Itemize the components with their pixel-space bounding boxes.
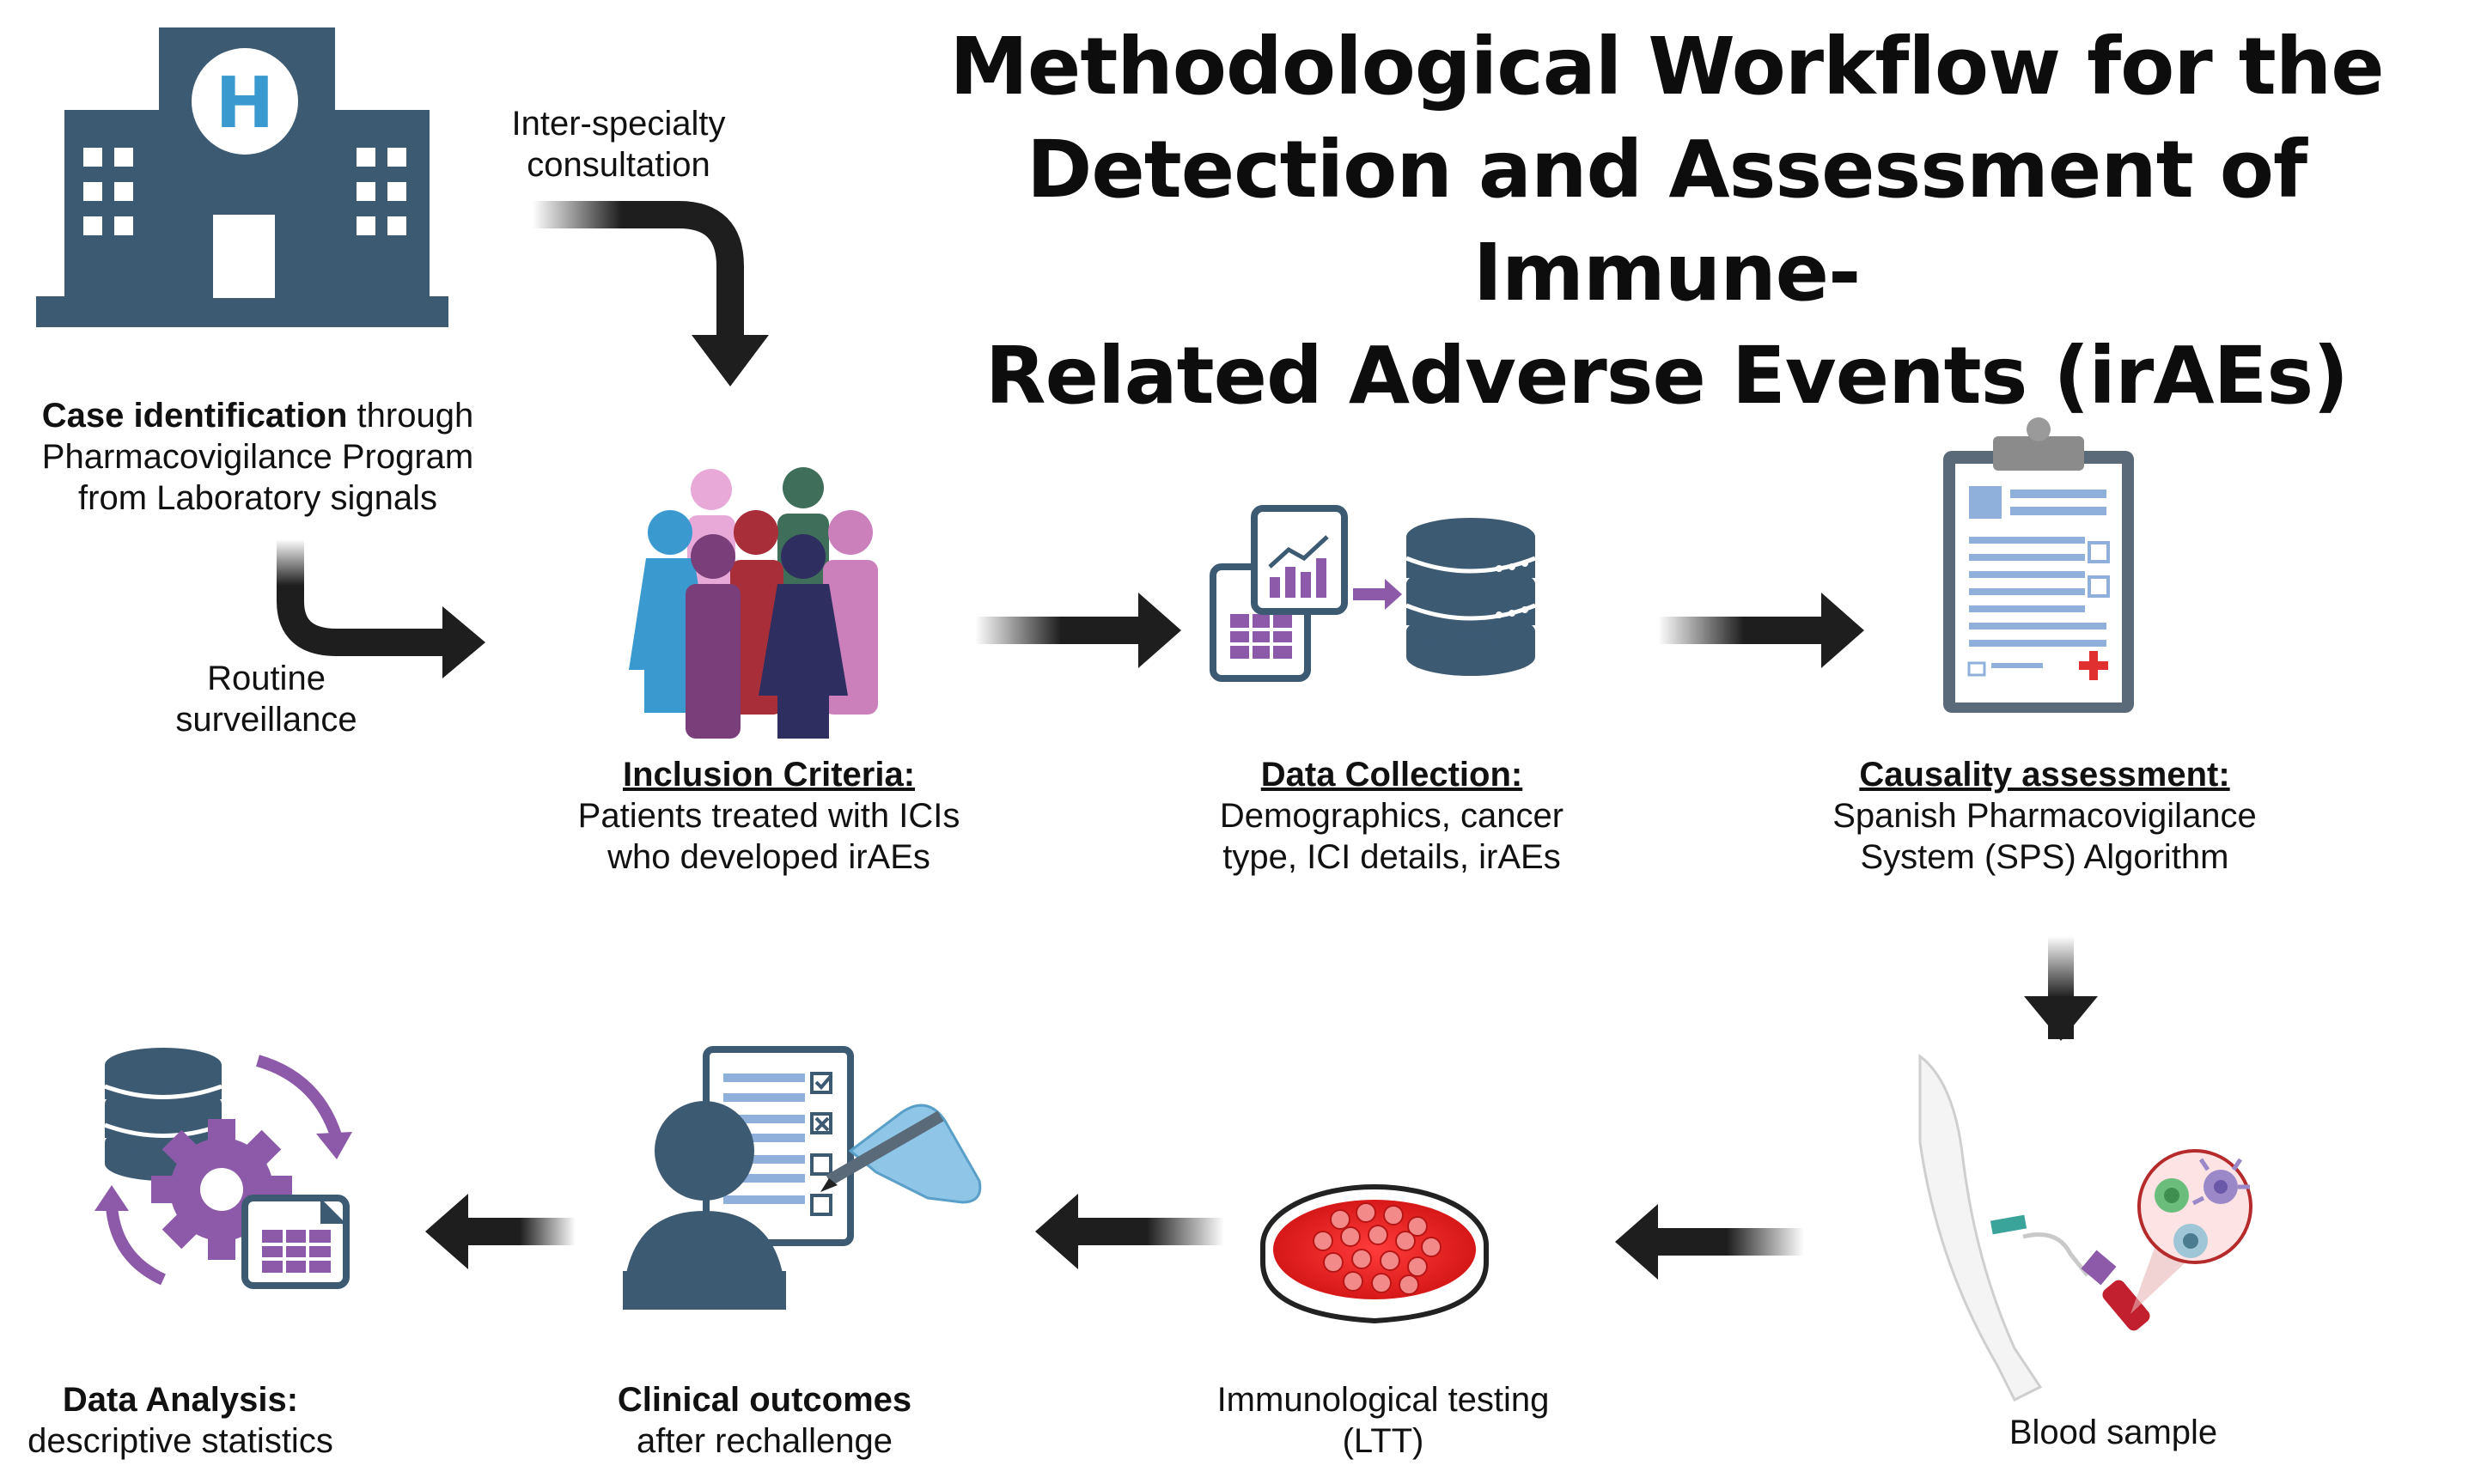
causality-label: Causality assessment: Spanish Pharmacovi… — [1832, 756, 2257, 876]
title-line-2: Detection and Assessment of Immune- — [1026, 124, 2307, 319]
inter-specialty-label: Inter-specialty consultation — [511, 105, 726, 184]
arrow-to-analysis — [425, 1194, 576, 1269]
inclusion-criteria-label: Inclusion Criteria: Patients treated wit… — [577, 756, 960, 876]
data-analysis-icon — [94, 1048, 352, 1289]
arrow-to-data-collection — [975, 593, 1181, 668]
page-title: Methodological Workflow for the Detectio… — [859, 15, 2474, 428]
data-analysis-label: Data Analysis: descriptive statistics — [27, 1381, 333, 1460]
arrow-to-blood-sample — [2024, 936, 2098, 1041]
clinical-outcomes-label: Clinical outcomes after rechallenge — [617, 1381, 912, 1460]
immunological-testing-label: Immunological testing (LTT) — [1216, 1381, 1550, 1460]
title-line-3: Related Adverse Events (irAEs) — [984, 330, 2349, 422]
hospital-icon — [36, 27, 448, 327]
title-line-1: Methodological Workflow for the — [949, 21, 2384, 113]
clipboard-icon — [1943, 417, 2134, 713]
blood-sample-icon — [1918, 1053, 2252, 1402]
arrow-to-causality — [1658, 593, 1864, 668]
data-collection-label: Data Collection: Demographics, cancer ty… — [1219, 756, 1564, 876]
arrow-to-immunological — [1615, 1204, 1804, 1280]
blood-sample-label: Blood sample — [2008, 1414, 2218, 1451]
data-collection-icon — [1210, 505, 1536, 682]
routine-surveillance-arrow — [277, 539, 485, 678]
clinical-outcomes-icon — [623, 1046, 982, 1310]
petri-dish-icon — [1260, 1184, 1489, 1324]
patients-group-icon — [629, 467, 878, 739]
case-identification-label: Case identification through Pharmacovigi… — [41, 397, 474, 517]
arrow-to-clinical — [1035, 1194, 1224, 1269]
hospital-letter: H — [216, 63, 275, 144]
routine-surveillance-label: Routine surveillance — [175, 660, 357, 739]
inter-specialty-arrow — [533, 201, 769, 386]
